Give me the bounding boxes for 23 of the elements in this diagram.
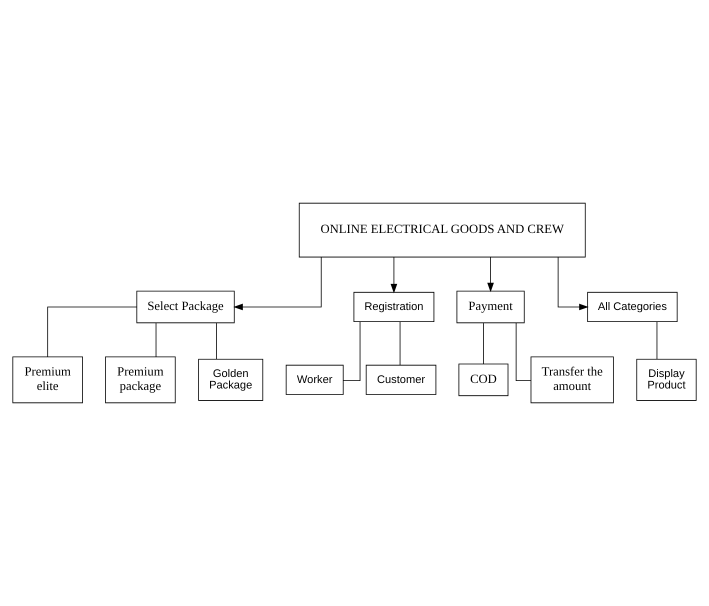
node-box: Select Package [136, 290, 235, 324]
node-box: Premium elite [12, 356, 83, 404]
arrow [390, 256, 398, 294]
node-box: Customer [366, 364, 436, 395]
arrow [558, 256, 589, 310]
connector [216, 322, 217, 360]
node-box: All Categories [587, 292, 678, 322]
node-box: Golden Package [198, 358, 264, 401]
node-box: COD [458, 364, 508, 396]
node-box: Transfer the amount [530, 356, 614, 404]
node-box: Registration [354, 292, 434, 322]
node-box: Worker [286, 364, 344, 395]
node-box: Display Product [636, 358, 697, 401]
node-box: ONLINE ELECTRICAL GOODS AND CREW [298, 202, 586, 258]
connector [343, 321, 360, 382]
connector [47, 306, 137, 358]
connector [656, 321, 658, 360]
connector [483, 322, 484, 364]
connector [516, 322, 532, 382]
arrow [487, 256, 494, 292]
arrow [233, 256, 322, 310]
node-box: Payment [456, 290, 525, 324]
node-box: Premium package [105, 356, 176, 404]
